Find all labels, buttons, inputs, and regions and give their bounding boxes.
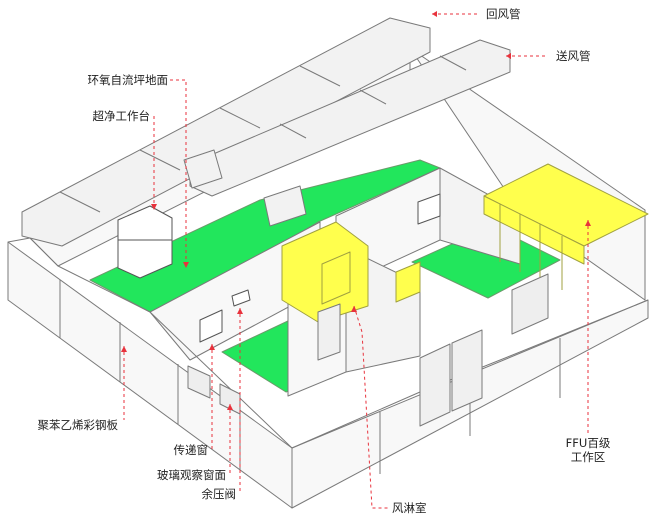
label-glass-window: 玻璃观察窗面 xyxy=(157,468,226,482)
shower-unit-a xyxy=(321,251,351,305)
door-double-left xyxy=(419,343,451,427)
label-sandwich-panel: 聚苯乙烯彩钢板 xyxy=(37,418,119,432)
door-inner xyxy=(317,303,341,361)
glass-window-far xyxy=(511,273,549,335)
return-duct xyxy=(21,17,431,247)
duct-drop-a xyxy=(183,149,223,189)
pressure-valve-box xyxy=(231,289,251,307)
supply-duct xyxy=(189,39,511,197)
clean-bench-frame xyxy=(117,205,173,279)
label-ffu-line1: FFU百级 xyxy=(565,436,611,450)
label-ffu-line2: 工作区 xyxy=(570,450,606,464)
leader-air-shower xyxy=(353,305,390,509)
duct-drop-b xyxy=(263,185,307,227)
label-supply-duct: 送风管 xyxy=(556,49,591,63)
pass-box-left xyxy=(199,309,223,343)
door-double-right xyxy=(451,329,483,412)
label-return-duct: 回风管 xyxy=(486,7,521,21)
label-epoxy-floor: 环氧自流坪地面 xyxy=(87,73,169,87)
label-clean-bench: 超净工作台 xyxy=(92,109,151,123)
label-pressure-valve: 余压阀 xyxy=(201,487,237,501)
label-air-shower: 风淋室 xyxy=(392,501,427,515)
glass-window-right xyxy=(219,383,241,415)
label-pass-box: 传递窗 xyxy=(173,443,209,457)
glass-window-left xyxy=(187,365,211,399)
shower-unit-b xyxy=(395,261,421,303)
pass-box-right xyxy=(417,193,441,225)
ffu-front xyxy=(483,195,585,265)
